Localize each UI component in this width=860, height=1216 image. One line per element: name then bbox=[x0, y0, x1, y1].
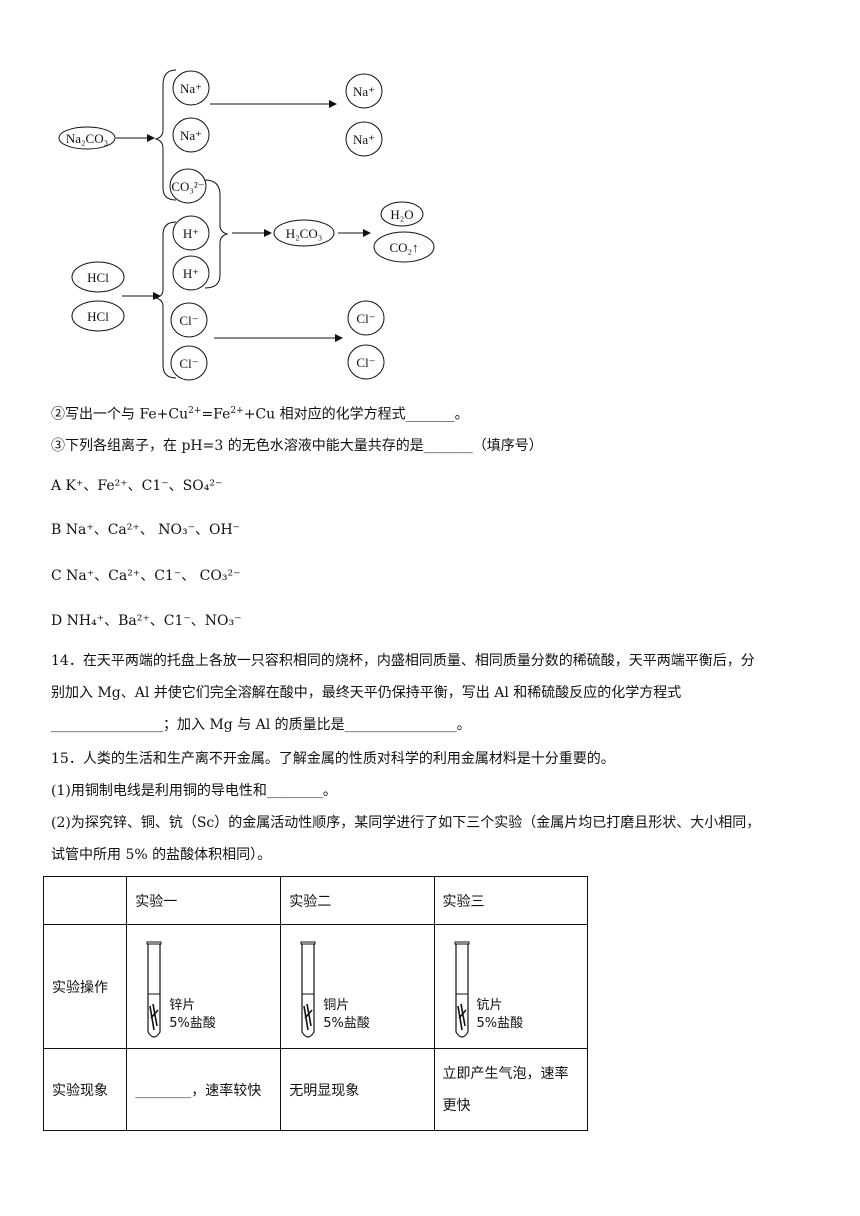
table-header-row: 实验一 实验二 实验三 bbox=[42, 876, 589, 925]
question-15: 15．人类的生活和生产离不开金属。了解金属的性质对科学的利用金属材料是十分重要的… bbox=[51, 743, 811, 871]
observation-1-cell: ________，速率较快 bbox=[126, 1048, 282, 1131]
metal-label: 锌片 bbox=[169, 997, 196, 1013]
acid-label: 5%盐酸 bbox=[169, 1015, 216, 1031]
q15-intro: 15．人类的生活和生产离不开金属。了解金属的性质对科学的利用金属材料是十分重要的… bbox=[51, 751, 615, 767]
test-tube-icon bbox=[300, 941, 316, 1038]
test-tube-icon bbox=[454, 941, 470, 1038]
answer-blank[interactable]: ________ bbox=[266, 783, 323, 799]
question-14: 14．在天平两端的托盘上各放一只容积相同的烧杯，内盛相同质量、相同质量分数的稀硫… bbox=[51, 645, 811, 741]
na-ion-out-2: Na⁺ bbox=[353, 132, 375, 147]
na-ion-2: Na⁺ bbox=[180, 128, 202, 143]
answer-blank[interactable]: _______ bbox=[405, 406, 455, 423]
experiment-1-cell: 锌片 5%盐酸 bbox=[126, 924, 282, 1049]
table-header-cell: 实验二 bbox=[280, 876, 435, 925]
hcl-label-1: HCl bbox=[87, 270, 109, 285]
experiment-3-cell: 钪片 5%盐酸 bbox=[433, 924, 589, 1049]
h-ion-2: H⁺ bbox=[183, 266, 199, 281]
cl-ion-out-1: Cl⁻ bbox=[356, 311, 375, 326]
h2co3-label: H₂CO₃ bbox=[286, 226, 323, 241]
na-ion-out-1: Na⁺ bbox=[353, 84, 375, 99]
question-2: ②写出一个与 Fe+Cu2+=Fe2++Cu 相对应的化学方程式_______。 bbox=[51, 406, 469, 423]
q15-part-2-line-2: 试管中所用 5% 的盐酸体积相同）。 bbox=[51, 847, 272, 863]
h-ion-1: H⁺ bbox=[183, 226, 199, 241]
ionic-reaction-diagram: Na₂CO₃ Na⁺ Na⁺ CO₃²⁻ Na⁺ Na⁺ HCl HCl H⁺ … bbox=[58, 69, 435, 381]
acid-label: 5%盐酸 bbox=[476, 1015, 524, 1031]
answer-blank[interactable]: _______ bbox=[423, 438, 473, 454]
h2o-label: H₂O bbox=[390, 207, 413, 222]
q14-line-3: ________________；加入 Mg 与 Al 的质量比是_______… bbox=[51, 717, 471, 733]
q14-line-1: 14．在天平两端的托盘上各放一只容积相同的烧杯，内盛相同质量、相同质量分数的稀硫… bbox=[51, 653, 755, 669]
co2-label: CO₂↑ bbox=[389, 240, 418, 255]
option-b: B Na⁺、Ca²⁺、 NO₃⁻、OH⁻ bbox=[51, 522, 241, 538]
cl-ion-out-2: Cl⁻ bbox=[356, 355, 375, 370]
table-header-cell: 实验一 bbox=[126, 876, 282, 925]
q15-part-2-line-1: (2)为探究锌、铜、钪（Sc）的金属活动性顺序，某同学进行了如下三个实验（金属片… bbox=[51, 815, 761, 831]
table-header-cell bbox=[42, 876, 128, 925]
observation-2-cell: 无明显现象 bbox=[280, 1048, 435, 1131]
option-c: C Na⁺、Ca²⁺、C1⁻、 CO₃²⁻ bbox=[51, 568, 241, 584]
q14-line-2: 别加入 Mg、Al 并使它们完全溶解在酸中，最终天平仍保持平衡，写出 Al 和稀… bbox=[51, 685, 682, 701]
observation-3-cell: 立即产生气泡，速率更快 bbox=[433, 1048, 589, 1131]
cl-ion-1: Cl⁻ bbox=[179, 313, 198, 328]
na2co3-label: Na₂CO₃ bbox=[66, 131, 108, 146]
row-label: 实验现象 bbox=[42, 1048, 128, 1131]
option-d: D NH₄⁺、Ba²⁺、C1⁻、NO₃⁻ bbox=[51, 613, 242, 629]
table-row-operation: 实验操作 锌片 5%盐酸 铜片 bbox=[42, 924, 589, 1049]
test-tube-icon bbox=[146, 941, 162, 1038]
experiment-table: 实验一 实验二 实验三 实验操作 锌片 5%盐酸 bbox=[42, 876, 589, 1131]
acid-label: 5%盐酸 bbox=[323, 1015, 370, 1031]
row-label: 实验操作 bbox=[42, 924, 128, 1049]
answer-blank[interactable]: ________ bbox=[135, 1082, 192, 1099]
experiment-2-cell: 铜片 5%盐酸 bbox=[280, 924, 435, 1049]
question-3: ③下列各组离子，在 pH=3 的无色水溶液中能大量共存的是_______（填序号… bbox=[51, 438, 543, 454]
hcl-label-2: HCl bbox=[87, 309, 109, 324]
na-ion-1: Na⁺ bbox=[180, 81, 202, 96]
option-a: A K⁺、Fe²⁺、C1⁻、SO₄²⁻ bbox=[51, 478, 223, 494]
answer-blank[interactable]: ________________ bbox=[344, 717, 457, 733]
table-header-cell: 实验三 bbox=[433, 876, 589, 925]
table-row-observation: 实验现象 ________，速率较快 无明显现象 立即产生气泡，速率更快 bbox=[42, 1048, 589, 1131]
metal-label: 铜片 bbox=[323, 997, 350, 1013]
carbonate-ion: CO₃²⁻ bbox=[171, 179, 204, 194]
q15-part-1: (1)用铜制电线是利用铜的导电性和________。 bbox=[51, 783, 337, 799]
metal-label: 钪片 bbox=[476, 997, 503, 1013]
cl-ion-2: Cl⁻ bbox=[179, 356, 198, 371]
answer-blank[interactable]: ________________ bbox=[51, 717, 163, 733]
